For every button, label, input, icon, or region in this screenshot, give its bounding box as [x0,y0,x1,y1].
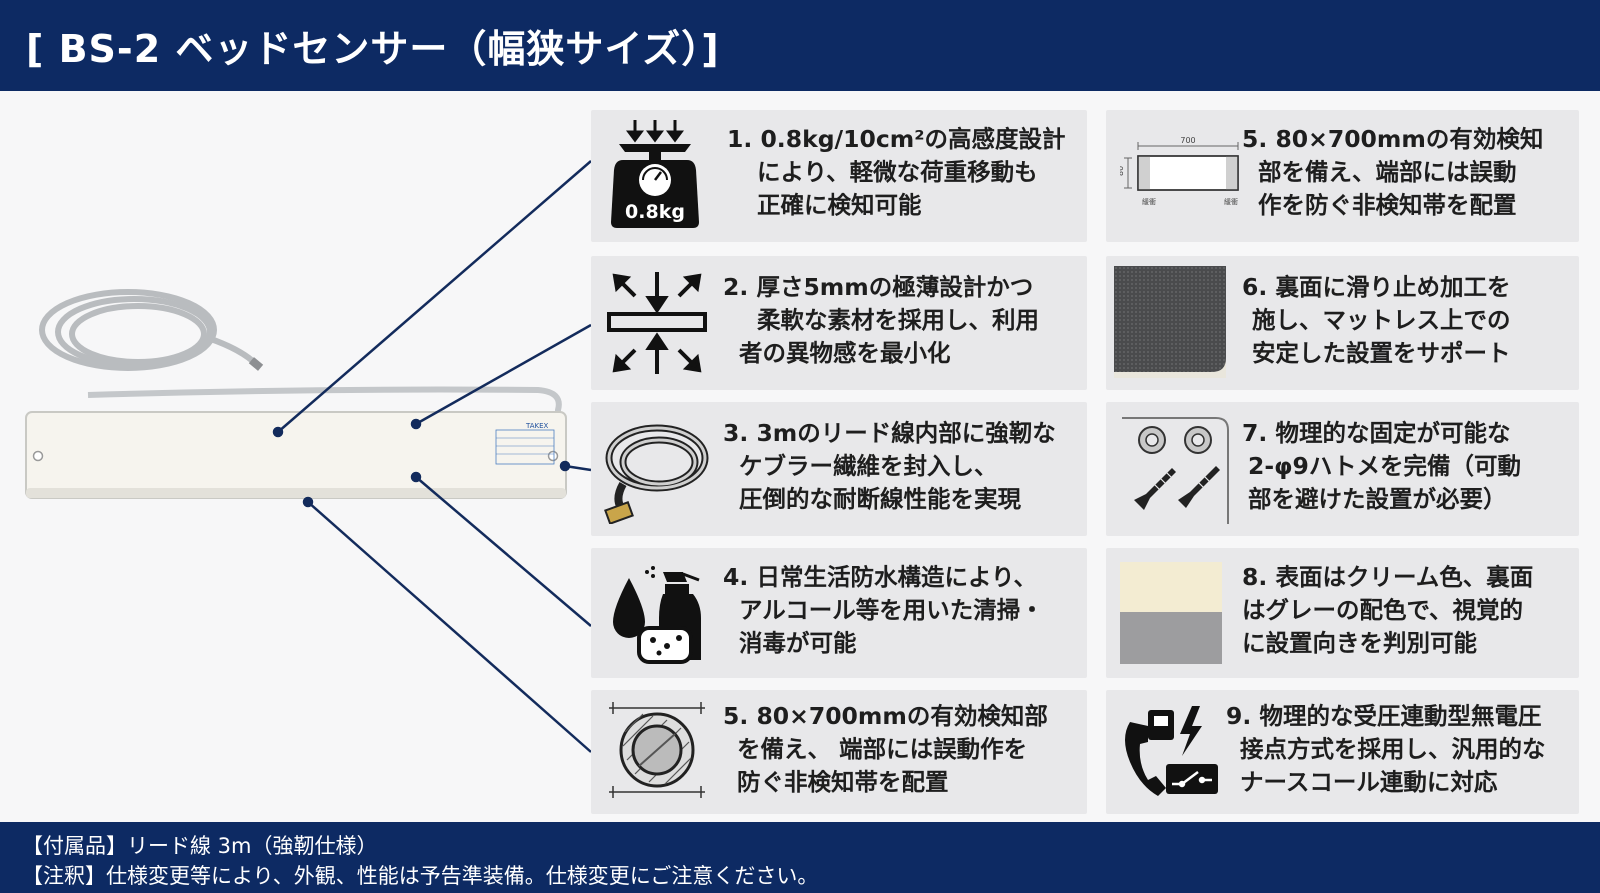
feature-text-7b: 施し、マットレス上での [1252,306,1511,334]
feature-text-3c: 圧倒的な耐断線性能を実現 [739,485,1021,513]
feature-card-6: 700 80 緩衝 緩衝 5. 80×700mmの有効検知 部を備え、端部には誤… [1106,110,1579,242]
page-title: [ BS-2 ベッドセンサー（幅狭サイズ）] [26,27,720,71]
svg-text:緩衝: 緩衝 [1224,197,1238,206]
feature-text-6b: 部を備え、端部には誤動 [1258,158,1517,186]
bed-sensor-product-image: TAKEX [25,289,567,499]
feature-text-5c: 防ぐ非検知帯を配置 [737,768,949,796]
feature-card-8: 7. 物理的な固定が可能な 2-φ9ハトメを完備（可動 部を避けた設置が必要） [1106,402,1579,536]
feature-text-1b: により、軽微な荷重移動も [757,158,1038,186]
feature-text-9c: に設置向きを判別可能 [1242,629,1477,657]
feature-card-7: 6. 裏面に滑り止め加工を 施し、マットレス上での 安定した設置をサポート [1106,256,1579,390]
feature-text-9b: はグレーの配色で、視覚的 [1242,596,1524,624]
feature-text-10b: 接点方式を採用し、汎用的な [1240,735,1546,763]
footer-bar: 【付属品】リード線 3m（強靭仕様） 【注釈】仕様変更等により、外観、性能は予告… [0,822,1600,893]
feature-text-2b: 柔軟な素材を採用し、利用 [757,306,1039,334]
svg-text:緩衝: 緩衝 [1142,197,1156,206]
feature-text-10c: ナースコール連動に対応 [1240,768,1498,796]
cable-coil-icon [604,424,709,524]
header-bar: [ BS-2 ベッドセンサー（幅狭サイズ）] [0,0,1600,91]
feature-card-4: 4. 日常生活防水構造により、 アルコール等を用いた清掃・ 消毒が可能 [591,548,1087,678]
feature-text-6a: 5. 80×700mmの有効検知 [1242,125,1544,153]
feature-text-4c: 消毒が可能 [739,629,857,657]
feature-card-3: 3. 3mのリード線内部に強靭な ケブラー繊維を封入し、 圧倒的な耐断線性能を実… [591,402,1087,536]
color-swatch-icon [1120,562,1222,664]
feature-text-1a: 1. 0.8kg/10cm²の高感度設計 [727,125,1066,153]
grommet-screws-icon [1122,417,1229,524]
feature-text-5b: を備え、 端部には誤動作を [737,735,1028,763]
feature-text-6c: 作を防ぐ非検知帯を配置 [1258,191,1517,219]
scale-icon: 0.8kg [611,120,699,228]
feature-text-10a: 9. 物理的な受圧連動型無電圧 [1226,702,1542,730]
feature-card-1: 0.8kg 1. 0.8kg/10cm²の高感度設計 により、軽微な荷重移動も … [591,110,1087,242]
feature-text-2a: 2. 厚さ5mmの極薄設計かつ [723,273,1034,301]
feature-card-5: 5. 80×700mmの有効検知部 を備え、 端部には誤動作を 防ぐ非検知帯を配… [591,690,1087,814]
feature-card-2: 2. 厚さ5mmの極薄設計かつ 柔軟な素材を採用し、利用 者の異物感を最小化 [591,256,1087,390]
compression-arrows-icon [607,272,707,374]
feature-text-7a: 6. 裏面に滑り止め加工を [1242,273,1511,301]
non-slip-texture-icon [1114,266,1226,378]
dimension-diagram-icon: 700 80 緩衝 緩衝 [1120,136,1239,206]
feature-text-4a: 4. 日常生活防水構造により、 [723,563,1038,591]
product-brand-label: TAKEX [525,422,549,430]
feature-text-3b: ケブラー繊維を封入し、 [739,452,998,480]
feature-text-2c: 者の異物感を最小化 [739,339,951,367]
svg-text:80: 80 [1120,166,1125,176]
disclaimer-note: 【注釈】仕様変更等により、外観、性能は予告準装備。仕様変更にご注意ください。 [22,864,819,888]
feature-text-9a: 8. 表面はクリーム色、裏面 [1242,563,1534,591]
feature-text-7c: 安定した設置をサポート [1252,339,1511,367]
feature-text-3a: 3. 3mのリード線内部に強靭な [723,419,1056,447]
svg-text:700: 700 [1180,136,1195,145]
feature-text-8c: 部を避けた設置が必要） [1248,485,1507,513]
svg-text:0.8kg: 0.8kg [625,201,685,223]
feature-text-4b: アルコール等を用いた清掃・ [739,596,1044,624]
feature-text-5a: 5. 80×700mmの有効検知部 [723,702,1048,730]
water-spray-sponge-icon [613,566,701,664]
cross-section-icon [609,702,705,798]
nurse-call-contact-icon [1125,706,1218,796]
feature-text-8b: 2-φ9ハトメを完備（可動 [1248,452,1522,480]
feature-text-8a: 7. 物理的な固定が可能な [1242,419,1511,447]
feature-card-10: 9. 物理的な受圧連動型無電圧 接点方式を採用し、汎用的な ナースコール連動に対… [1106,690,1579,814]
feature-card-9: 8. 表面はクリーム色、裏面 はグレーの配色で、視覚的 に設置向きを判別可能 [1106,548,1579,678]
feature-text-1c: 正確に検知可能 [757,191,922,219]
accessories-note: 【付属品】リード線 3m（強靭仕様） [22,834,378,858]
